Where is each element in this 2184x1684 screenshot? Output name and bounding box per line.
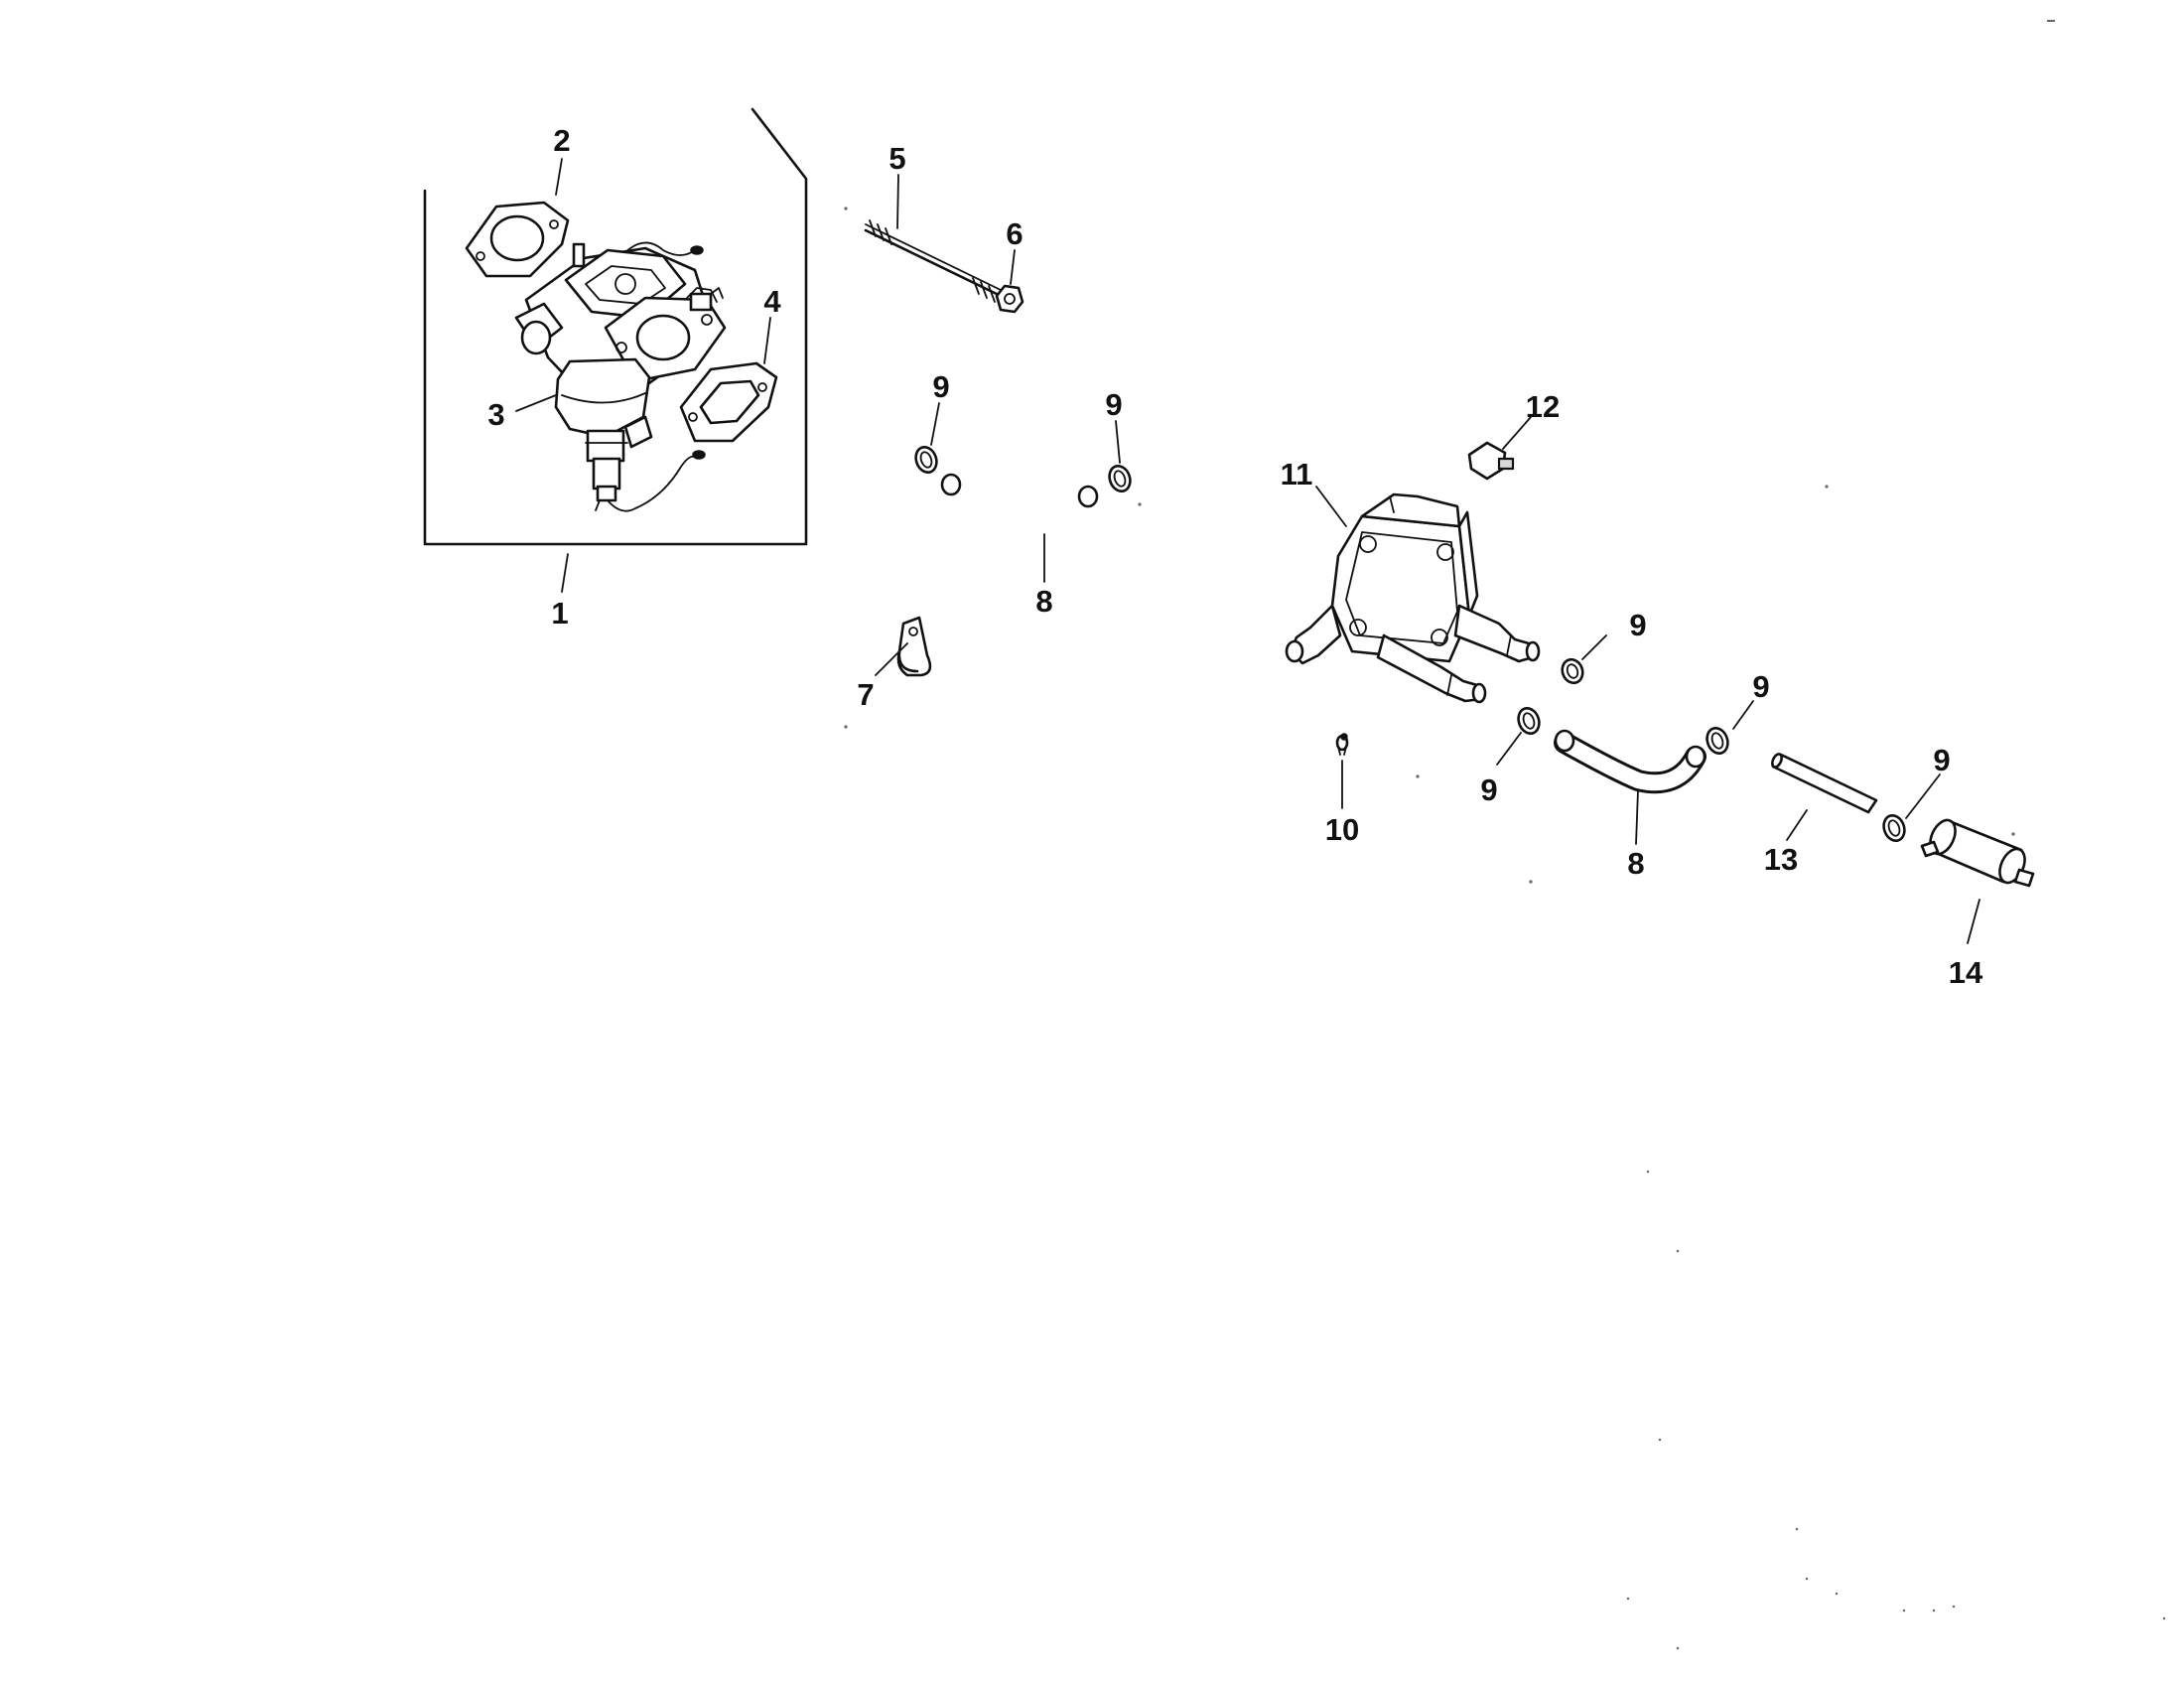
hose-clamp-2[interactable] xyxy=(1106,463,1134,493)
fuel-hose-straight[interactable] xyxy=(1770,753,1878,814)
leader-lines xyxy=(515,158,1980,944)
callout-12: 12 xyxy=(1526,389,1560,424)
callout-8-lower: 8 xyxy=(1627,846,1644,881)
gasket-lower[interactable] xyxy=(679,361,778,443)
fuel-pump[interactable] xyxy=(1285,492,1541,704)
callout-11: 11 xyxy=(1281,457,1313,491)
callout-9-b: 9 xyxy=(1105,387,1122,422)
mounting-stud[interactable] xyxy=(864,219,1003,303)
callout-labels: 1 2 3 4 5 6 7 8 8 9 9 9 9 9 9 10 11 12 1… xyxy=(487,123,1983,990)
gasket-upper[interactable] xyxy=(465,201,570,278)
callout-1: 1 xyxy=(551,596,568,631)
callout-9-a: 9 xyxy=(932,369,949,404)
callout-6: 6 xyxy=(1006,216,1023,251)
scan-noise xyxy=(844,20,2166,1650)
fuel-hose-upper[interactable] xyxy=(940,473,1099,536)
hex-nut[interactable] xyxy=(995,284,1024,314)
callout-2: 2 xyxy=(553,123,570,158)
callout-14: 14 xyxy=(1949,955,1983,990)
callout-4: 4 xyxy=(763,284,781,319)
callout-10: 10 xyxy=(1325,812,1359,847)
callout-13: 13 xyxy=(1764,842,1798,877)
callout-8-upper: 8 xyxy=(1035,584,1052,619)
hose-clamp-5[interactable] xyxy=(1704,725,1731,756)
carburetor-assembly-frame xyxy=(423,107,808,546)
fuel-filter[interactable] xyxy=(1920,816,2035,888)
hose-clamp-4[interactable] xyxy=(1515,705,1543,736)
callout-9-c: 9 xyxy=(1629,608,1646,642)
callout-9-e: 9 xyxy=(1752,669,1769,704)
screw[interactable] xyxy=(1335,733,1349,756)
clamp-bracket[interactable] xyxy=(896,616,932,677)
hose-clamp-6[interactable] xyxy=(1880,812,1908,843)
fuel-hose-lower[interactable] xyxy=(1554,729,1706,794)
hose-clamp-1[interactable] xyxy=(912,444,940,475)
callout-9-f: 9 xyxy=(1933,743,1950,777)
callout-9-d: 9 xyxy=(1480,772,1497,807)
callout-3: 3 xyxy=(487,397,504,432)
callout-7: 7 xyxy=(857,677,874,712)
callout-5: 5 xyxy=(888,141,905,176)
hose-clamp-3[interactable] xyxy=(1559,656,1585,685)
pulse-fitting[interactable] xyxy=(1467,441,1515,481)
carburetor[interactable] xyxy=(514,241,727,512)
